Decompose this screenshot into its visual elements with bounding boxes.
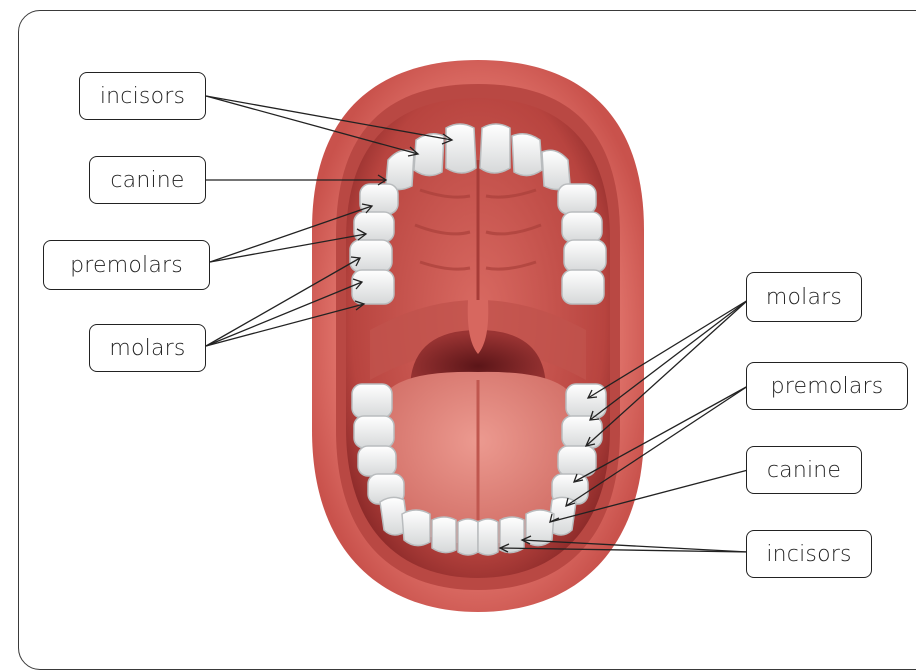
label-lower-premolars: premolars	[746, 362, 908, 410]
label-lower-molars: molars	[746, 272, 862, 322]
label-upper-molars: molars	[89, 324, 206, 372]
label-upper-canine: canine	[89, 156, 206, 204]
label-lower-canine: canine	[746, 446, 862, 494]
label-lower-incisors: incisors	[746, 530, 872, 578]
label-upper-incisors: incisors	[79, 72, 206, 120]
label-upper-premolars: premolars	[43, 240, 210, 290]
